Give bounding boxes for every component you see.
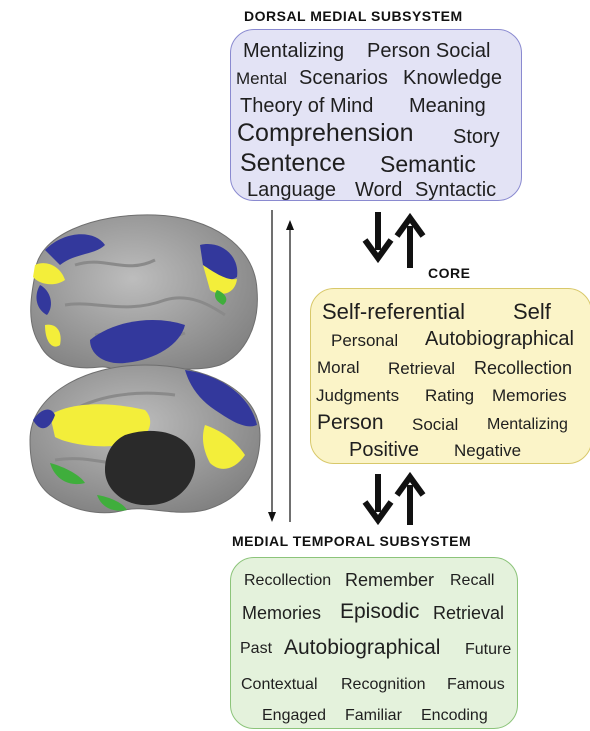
dorsal-medial-word-cloud: Mentalizing Person Social Mental Scenari… [230, 29, 522, 201]
word-moral: Moral [317, 358, 360, 377]
word-semantic: Semantic [380, 151, 476, 177]
word-language: Language [247, 179, 336, 201]
word-future: Future [465, 641, 512, 658]
word-person-social: Person Social [367, 40, 491, 62]
arrow-up-mts-to-core [394, 471, 426, 525]
word-memories-mts: Memories [242, 603, 322, 623]
word-meaning: Meaning [409, 95, 486, 117]
word-remember: Remember [345, 570, 435, 590]
word-rating: Rating [425, 386, 475, 405]
medial-temporal-subsystem-heading: MEDIAL TEMPORAL SUBSYSTEM [232, 533, 472, 549]
word-engaged: Engaged [262, 707, 327, 724]
core-region-precuneus [202, 425, 245, 469]
arrow-down-dorsal-to-core [362, 212, 394, 264]
core-word-cloud: Self-referential Self Personal Autobiogr… [310, 288, 590, 464]
word-negative: Negative [454, 441, 522, 460]
mts-region-medial [50, 463, 85, 485]
word-past: Past [240, 640, 273, 657]
word-personal: Personal [331, 331, 399, 350]
dorsal-region-medial-parietal [185, 370, 257, 427]
mts-region-parahippocampal [97, 495, 127, 511]
dorsal-region-temporal [90, 320, 185, 364]
dorsal-region-lateral [36, 285, 51, 315]
word-self-referential: Self-referential [322, 299, 466, 324]
word-judgments: Judgments [316, 386, 400, 405]
word-memories: Memories [492, 386, 567, 405]
word-scenarios: Scenarios [299, 67, 388, 89]
word-comprehension: Comprehension [237, 119, 414, 147]
word-knowledge: Knowledge [403, 67, 502, 89]
dorsal-region-medial-frontal [33, 409, 55, 429]
word-word: Word [355, 179, 403, 201]
arrow-down-core-to-mts [362, 474, 394, 526]
word-retrieval: Retrieval [388, 359, 456, 378]
arrow-up-core-to-dorsal [394, 212, 426, 268]
word-recall: Recall [450, 572, 495, 589]
core-region-frontal [33, 263, 65, 285]
word-mentalizing: Mentalizing [243, 40, 345, 62]
word-syntactic: Syntactic [415, 179, 497, 201]
word-theory-of-mind: Theory of Mind [240, 95, 374, 117]
word-autobiographical: Autobiographical [425, 328, 574, 350]
word-recognition: Recognition [341, 676, 426, 693]
word-self: Self [513, 299, 551, 324]
word-story: Story [453, 126, 500, 148]
word-familiar: Familiar [345, 707, 402, 724]
dorsal-medial-subsystem-heading: DORSAL MEDIAL SUBSYSTEM [244, 8, 463, 24]
word-person: Person [317, 411, 384, 434]
word-mental: Mental [236, 69, 288, 88]
word-autobiographical-mts: Autobiographical [284, 636, 441, 659]
mts-region-parietal [215, 290, 227, 305]
word-encoding: Encoding [421, 707, 488, 724]
lateral-brain-view [30, 214, 258, 376]
word-recollection-mts: Recollection [244, 572, 332, 589]
dorsal-region-frontal [45, 234, 105, 265]
word-retrieval-mts: Retrieval [433, 603, 505, 623]
word-contextual: Contextual [241, 676, 318, 693]
word-mentalizing-core: Mentalizing [487, 416, 568, 433]
core-region-temporal-pole [45, 324, 61, 347]
word-social: Social [412, 415, 459, 434]
word-sentence: Sentence [240, 149, 346, 177]
core-region-parietal [203, 265, 237, 294]
brain-surface-illustration [29, 214, 261, 514]
medial-temporal-word-cloud: Recollection Remember Recall Memories Ep… [230, 557, 518, 729]
core-heading: CORE [428, 265, 471, 281]
word-famous: Famous [447, 676, 505, 693]
word-recollection: Recollection [474, 358, 573, 378]
medial-brain-view [29, 364, 261, 514]
word-episodic: Episodic [340, 600, 420, 623]
medial-wall-mask [105, 430, 196, 506]
word-positive: Positive [349, 439, 420, 461]
